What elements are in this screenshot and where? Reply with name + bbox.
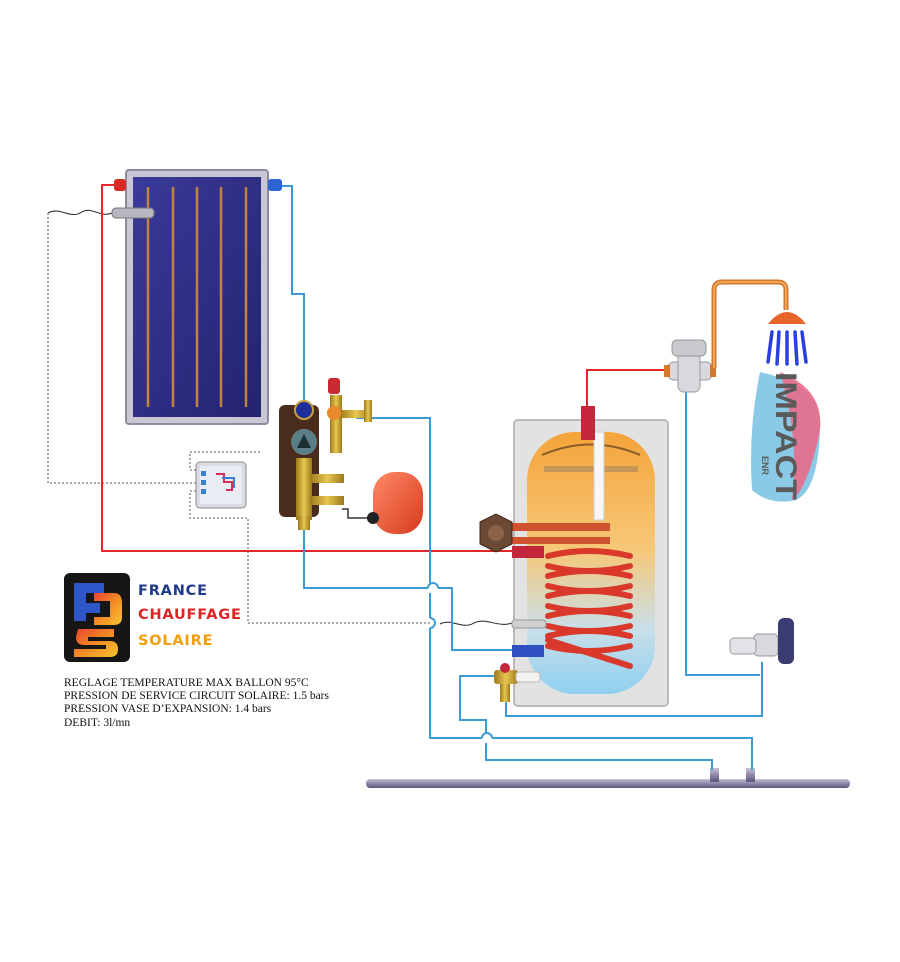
main-water-pipe [366, 768, 850, 788]
impact-logo-subtext: ENR [760, 456, 770, 476]
tank-sensor-cable [439, 620, 513, 626]
safety-group-icon [494, 663, 541, 702]
specifications: REGLAGE TEMPERATURE MAX BALLON 95°C PRES… [64, 677, 329, 730]
immersion-heater-icon [479, 513, 513, 553]
expansion-vessel-icon [342, 472, 423, 534]
sensor-wires [47, 213, 430, 624]
spec-expansion-pressure: PRESSION VASE D’EXPANSION: 1.4 bars [64, 703, 272, 716]
fcs-logo [64, 573, 130, 662]
brand-solaire: SOLAIRE [138, 633, 214, 649]
cold-water-tap-icon [729, 618, 794, 664]
impact-logo-text: IMPACT [769, 372, 802, 500]
spec-service-pressure: PRESSION DE SERVICE CIRCUIT SOLAIRE: 1.5… [64, 690, 329, 703]
brand-chauffage: CHAUFFAGE [138, 607, 242, 623]
hot-solar-pipe [101, 184, 670, 552]
mixing-valve-icon [664, 339, 716, 393]
tank-heat-exchanger-coil [545, 548, 633, 669]
pump-station-icon [279, 378, 372, 530]
spec-max-temperature: REGLAGE TEMPERATURE MAX BALLON 95°C [64, 677, 309, 689]
brand-france: FRANCE [138, 583, 208, 599]
controller-icon [195, 461, 247, 509]
shower-icon [711, 279, 808, 368]
spec-flow-rate: DEBIT: 3l/mn [64, 716, 131, 729]
storage-tank-icon [500, 406, 669, 707]
solar-collector-icon [111, 169, 282, 425]
cold-pipes [282, 185, 763, 770]
impact-enr-logo: IMPACT ENR [751, 372, 821, 502]
